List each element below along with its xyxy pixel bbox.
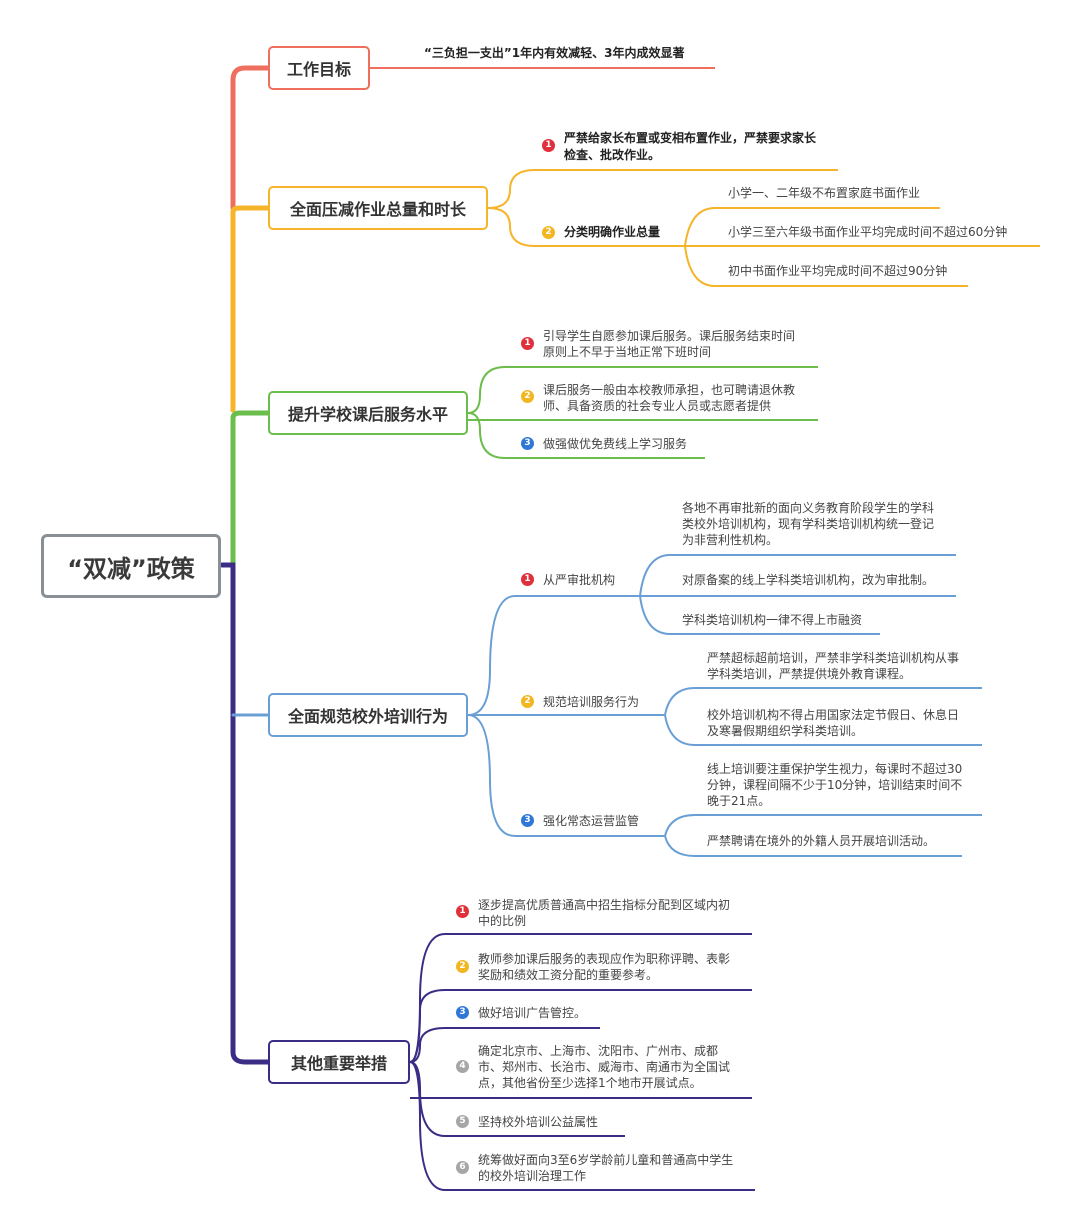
- number-3-icon: 3: [456, 1006, 469, 1019]
- b5-item3: 做好培训广告管控。: [478, 1006, 587, 1020]
- topic-homework[interactable]: 全面压减作业总量和时长: [268, 186, 488, 230]
- number-3-icon: 3: [521, 814, 534, 827]
- spine-purple: [219, 562, 271, 1065]
- b5-item1-line2: 中的比例: [478, 914, 527, 928]
- number-1-icon: 1: [456, 905, 469, 918]
- number-1-icon: 1: [521, 337, 534, 350]
- spine-orange: [230, 205, 271, 413]
- b2-item1-line1: 严禁给家长布置或变相布置作业，严禁要求家长: [564, 131, 817, 145]
- b3-item1-line1: 引导学生自愿参加课后服务。课后服务结束时间: [543, 329, 796, 343]
- b3-item2-line2: 师、具备资质的社会专业人员或志愿者提供: [543, 399, 772, 413]
- b4-group2: 规范培训服务行为: [543, 695, 640, 709]
- number-3-icon: 3: [521, 437, 534, 450]
- root-node[interactable]: “双减”政策: [41, 534, 221, 598]
- spine-green: [230, 410, 271, 567]
- b3-item3: 做强做优免费线上学习服务: [543, 437, 688, 451]
- goal-text: “三负担一支出”1年内有效减轻、3年内成效显著: [424, 46, 685, 60]
- b5-item5: 坚持校外培训公益属性: [478, 1115, 599, 1129]
- b5-item4-line2: 市、郑州市、长治市、威海市、南通市为全国试: [478, 1060, 731, 1074]
- b5-item1-line1: 逐步提高优质普通高中招生指标分配到区域内初: [478, 898, 731, 912]
- number-2-icon: 2: [521, 390, 534, 403]
- b5-item6-line1: 统筹做好面向3至6岁学龄前儿童和普通高中学生: [478, 1153, 734, 1167]
- number-6-icon: 6: [456, 1161, 469, 1174]
- number-2-icon: 2: [542, 226, 555, 239]
- number-1-icon: 1: [521, 573, 534, 586]
- number-2-icon: 2: [456, 960, 469, 973]
- b3-item2-line1: 课后服务一般由本校教师承担，也可聘请退休教: [543, 383, 796, 397]
- topic-other-measures[interactable]: 其他重要举措: [268, 1040, 410, 1084]
- b4-g3b: 严禁聘请在境外的外籍人员开展培训活动。: [707, 834, 936, 848]
- b2-sub1: 小学一、二年级不布置家庭书面作业: [728, 186, 921, 200]
- b4-g2b-line2: 及寒暑假期组织学科类培训。: [707, 724, 864, 738]
- b4-group1: 从严审批机构: [543, 573, 616, 587]
- b4-g2a-line2: 学科类培训，严禁提供境外教育课程。: [707, 667, 912, 681]
- b4-g3a-line2: 分钟，课程间隔不少于10分钟，培训结束时间不: [707, 778, 963, 792]
- number-4-icon: 4: [456, 1060, 469, 1073]
- number-5-icon: 5: [456, 1115, 469, 1128]
- b4-g1a-line2: 类校外培训机构，现有学科类培训机构统一登记: [682, 517, 935, 531]
- spine-red: [230, 65, 271, 211]
- b4-g3a-line3: 晚于21点。: [707, 794, 771, 808]
- b2-item1-line2: 检查、批改作业。: [564, 148, 661, 162]
- number-1-icon: 1: [542, 139, 555, 152]
- b4-g1c: 学科类培训机构一律不得上市融资: [682, 613, 863, 627]
- b3-item1-line2: 原则上不早于当地正常下班时间: [543, 345, 712, 359]
- topic-off-campus-training[interactable]: 全面规范校外培训行为: [268, 693, 468, 737]
- b5-item6-line2: 的校外培训治理工作: [478, 1169, 587, 1183]
- b5-item4-line1: 确定北京市、上海市、沈阳市、广州市、成都: [478, 1044, 719, 1058]
- b4-g1a-line1: 各地不再审批新的面向义务教育阶段学生的学科: [682, 501, 935, 515]
- b4-g2b-line1: 校外培训机构不得占用国家法定节假日、休息日: [707, 708, 960, 722]
- b5-item2-line1: 教师参加课后服务的表现应作为职称评聘、表彰: [478, 952, 731, 966]
- topic-work-goal[interactable]: 工作目标: [268, 46, 370, 90]
- b4-g3a-line1: 线上培训要注重保护学生视力，每课时不超过30: [707, 762, 963, 776]
- topic-after-school[interactable]: 提升学校课后服务水平: [268, 391, 468, 435]
- b4-g1b: 对原备案的线上学科类培训机构，改为审批制。: [682, 573, 935, 587]
- b4-g2a-line1: 严禁超标超前培训，严禁非学科类培训机构从事: [707, 651, 960, 665]
- b4-g1a-line3: 为非营利性机构。: [682, 533, 779, 547]
- b5-item4-line3: 点，其他省份至少选择1个地市开展试点。: [478, 1076, 702, 1090]
- b4-group3: 强化常态运营监管: [543, 814, 640, 828]
- b2-item2: 分类明确作业总量: [564, 225, 661, 239]
- b2-sub2: 小学三至六年级书面作业平均完成时间不超过60分钟: [728, 225, 1008, 239]
- b5-item2-line2: 奖励和绩效工资分配的重要参考。: [478, 968, 659, 982]
- b2-sub3: 初中书面作业平均完成时间不超过90分钟: [728, 264, 948, 278]
- number-2-icon: 2: [521, 695, 534, 708]
